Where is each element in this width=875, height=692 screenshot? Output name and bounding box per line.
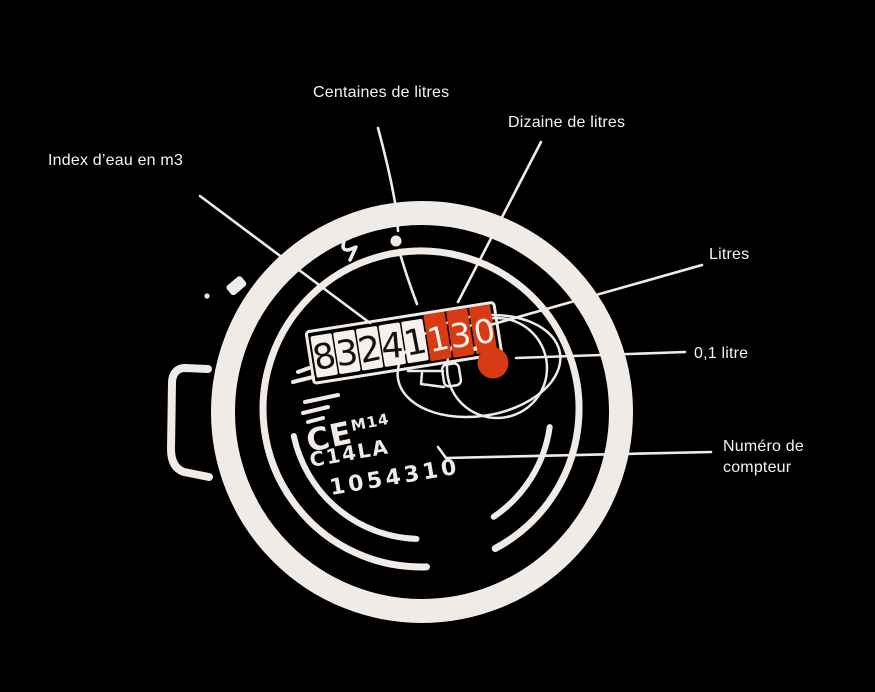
- meter-digit: 3: [334, 333, 360, 375]
- label-01litre: 0,1 litre: [694, 345, 749, 362]
- digit-box-red: [423, 311, 452, 362]
- doodle-mark: [341, 228, 358, 262]
- motion-dash: [296, 366, 311, 374]
- leader-line-centaines: [376, 126, 419, 306]
- leader-line-dizaine: [456, 140, 543, 304]
- pipe-fitting: [167, 364, 213, 481]
- motion-dash: [301, 405, 330, 415]
- digit-box-white: [401, 318, 429, 364]
- digit-box-white: [355, 326, 384, 371]
- label-centaines: Centaines de litres: [313, 84, 450, 101]
- digit-box-white: [310, 333, 338, 378]
- leader-ink-blob: [390, 235, 402, 247]
- motion-dash: [291, 375, 315, 384]
- motion-dash: [303, 393, 340, 404]
- ce-marking-sup: M14: [349, 410, 391, 435]
- ring-notch: [226, 276, 247, 296]
- label-index: Index d’eau en m3: [48, 152, 184, 169]
- label-dizaine: Dizaine de litres: [508, 114, 626, 131]
- meter-outer-ring: [211, 201, 633, 623]
- label-litres: Litres: [709, 246, 750, 263]
- inner-arc-left: [290, 433, 420, 542]
- ring-dot-mark: [204, 293, 210, 299]
- pointer-dot: [477, 347, 509, 379]
- inner-arc-right: [490, 424, 553, 520]
- label-numero: Numéro de compteur: [723, 438, 804, 476]
- coupling-lines: [406, 369, 446, 389]
- digit-box-red: [468, 304, 498, 354]
- digit-box-red: [446, 308, 475, 358]
- motion-dash: [306, 416, 325, 424]
- meter-digit: 3: [448, 315, 474, 356]
- leader-line-index: [198, 194, 372, 325]
- leader-line-numero: [436, 445, 713, 460]
- digit-box-white: [378, 322, 406, 367]
- digit-box-white: [333, 329, 361, 374]
- meter-register: 8 3 2 4 1 1 3 0 .: [304, 301, 503, 385]
- meter-digit: 4: [380, 326, 406, 368]
- leader-line-01litre: [514, 350, 687, 360]
- subdial-tab: [440, 362, 463, 388]
- register-frame: [304, 301, 503, 385]
- dial-circle: [259, 247, 583, 571]
- leader-line-litres: [488, 263, 704, 327]
